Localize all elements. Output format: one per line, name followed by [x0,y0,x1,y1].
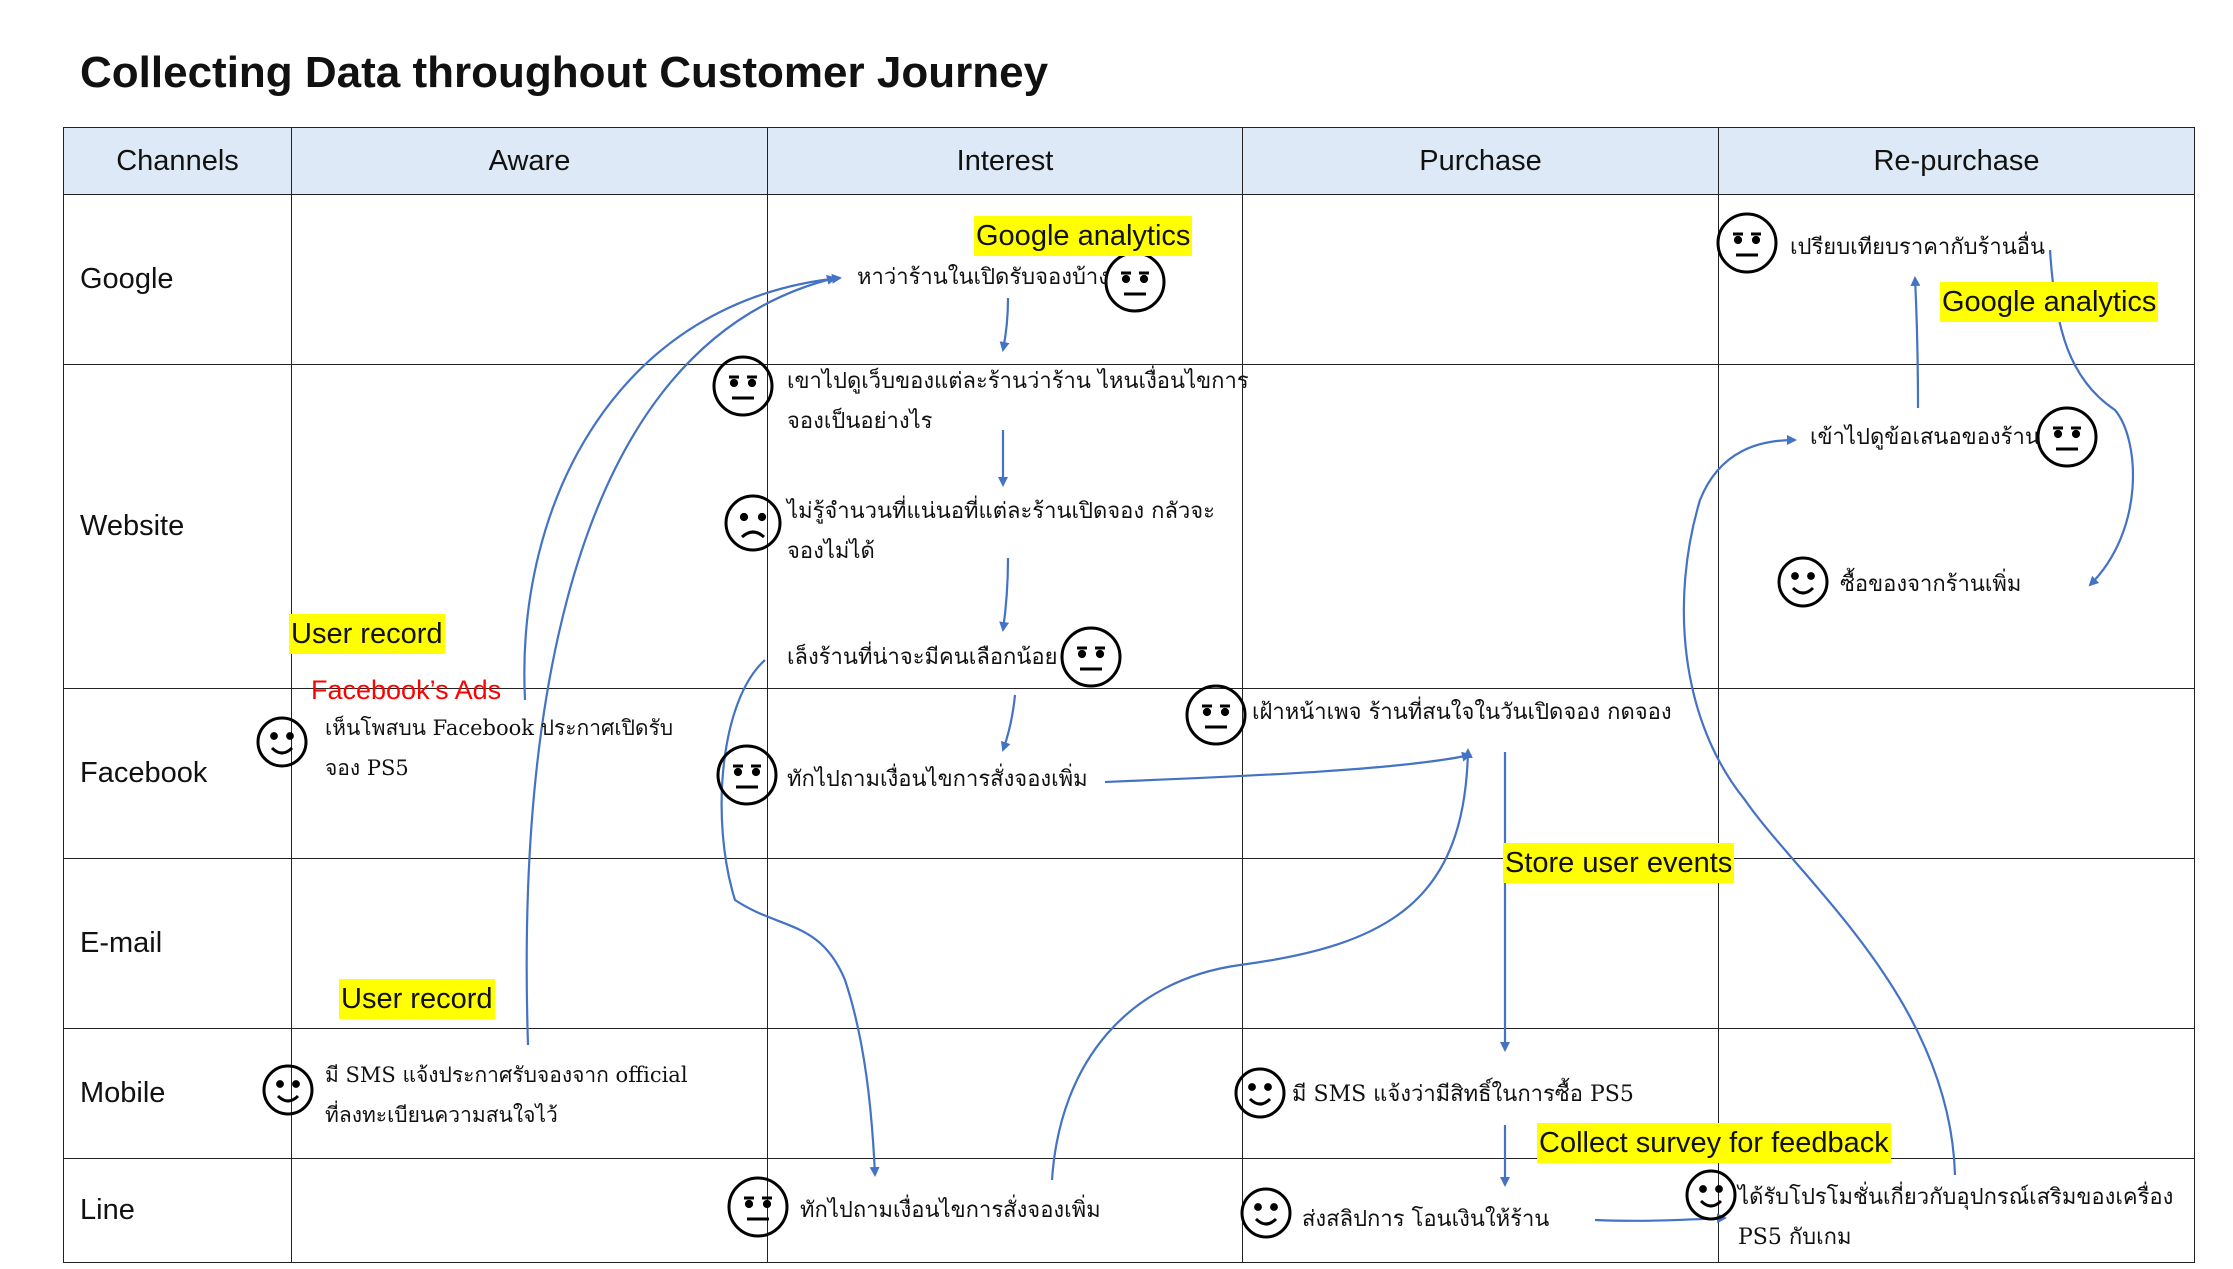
step-interest-website-3: เล็งร้านที่น่าจะมีคนเลือกน้อย [787,645,1058,670]
table-row: Mobile [63,1028,2195,1159]
flow-arrow [1682,435,1957,1176]
row-label-website: Website [63,364,292,689]
step-interest-line: ทักไปถามเงื่อนไขการสั่งจองเพิ่ม [800,1198,1101,1223]
page-title: Collecting Data throughout Customer Jour… [80,48,1049,97]
happy-face-icon [256,716,308,768]
column-header-aware: Aware [291,127,768,195]
highlight-google-analytics: Google analytics [1940,282,2159,322]
neutral-face-icon [2036,406,2098,468]
happy-face-icon [1777,556,1829,608]
step-interest-website-2: ไม่รู้จำนวนที่แน่นอที่แต่ละร้านเปิดจอง ก… [787,499,1215,564]
sad-face-icon [724,494,782,552]
flow-arrow [523,273,842,701]
step-purchase-line: ส่งสลิปการ โอนเงินให้ร้าน [1302,1207,1550,1232]
table-row: E-mail [63,858,2195,1029]
step-repurchase-google: เปรียบเทียบราคากับร้านอื่น [1790,235,2046,260]
row-label-email: E-mail [63,858,292,1029]
flow-arrow [720,659,880,1177]
happy-face-icon [262,1064,314,1116]
flow-arrow [999,557,1010,632]
column-header-repurchase: Re-purchase [1718,127,2195,195]
highlight-user-record: User record [339,979,495,1019]
row-label-mobile: Mobile [63,1028,292,1159]
flow-arrow [1104,751,1472,784]
step-repurchase-website-2: ซื้อของจากร้านเพิ่ม [1840,572,2022,597]
neutral-face-icon [1104,251,1166,313]
step-aware-facebook: เห็นโพสบน Facebook ประกาศเปิดรับจอง PS5 [325,716,674,780]
highlight-google-analytics: Google analytics [974,216,1193,256]
neutral-face-icon [1716,212,1778,274]
neutral-face-icon [727,1176,789,1238]
happy-face-icon [1240,1187,1292,1239]
step-interest-facebook: ทักไปถามเงื่อนไขการสั่งจองเพิ่ม [787,767,1088,792]
flow-arrow [1910,276,1921,409]
highlight-store-user-events: Store user events [1503,843,1735,883]
row-label-google: Google [63,194,292,365]
header-row: Channels Aware Interest Purchase Re-purc… [63,127,2195,195]
step-repurchase-website-1: เข้าไปดูข้อเสนอของร้าน [1810,425,2040,450]
column-header-interest: Interest [767,127,1243,195]
table-row: Facebook [63,688,2195,859]
neutral-face-icon [1060,626,1122,688]
flow-arrow [1050,748,1473,1181]
flow-arrow [525,275,837,1046]
neutral-face-icon [716,744,778,806]
step-purchase-mobile: มี SMS แจ้งว่ามีสิทธิ์ในการซื้อ PS5 [1292,1082,1634,1107]
happy-face-icon [1234,1067,1286,1119]
neutral-face-icon [712,355,774,417]
table-row: Line [63,1158,2195,1263]
row-label-facebook: Facebook [63,688,292,859]
neutral-face-icon [1185,684,1247,746]
step-interest-google: หาว่าร้านในเปิดรับจองบ้าง [857,265,1110,290]
flow-arrow [999,297,1010,352]
highlight-user-record: User record [289,614,445,654]
flow-arrow [1001,694,1017,752]
step-purchase-facebook: เฝ้าหน้าเพจ ร้านที่สนใจในวันเปิดจอง กดจอ… [1252,700,1672,725]
column-header-channels: Channels [63,127,292,195]
row-label-line: Line [63,1158,292,1263]
facebook-ads-label: Facebook’s Ads [311,675,502,705]
step-interest-website-1: เขาไปดูเว็บของแต่ละร้านว่าร้าน ไหนเงื่อน… [787,369,1249,434]
happy-face-icon [1685,1169,1737,1221]
highlight-collect-survey: Collect survey for feedback [1537,1123,1891,1163]
journey-table: Channels Aware Interest Purchase Re-purc… [63,127,2195,1263]
step-repurchase-line: ได้รับโปรโมชั่นเกี่ยวกับอุปกรณ์เสริมของเ… [1738,1185,2174,1250]
